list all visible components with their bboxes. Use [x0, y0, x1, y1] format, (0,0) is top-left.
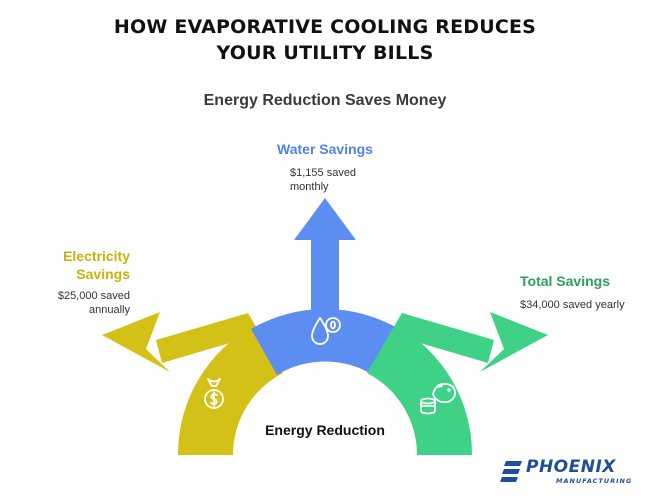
electricity-label-line-1: Electricity: [63, 248, 130, 264]
total-savings-desc: $34,000 saved yearly: [520, 299, 625, 311]
electricity-arrow: [156, 313, 283, 373]
electricity-savings-label: Electricity Savings: [40, 247, 130, 283]
total-branch: [367, 325, 473, 455]
total-savings-label: Total Savings: [520, 273, 610, 289]
water-drop-coin-icon: [311, 317, 341, 345]
electricity-desc-line-2: annually: [89, 304, 130, 316]
logo-tagline: MANUFACTURING: [556, 477, 633, 485]
electricity-savings-desc: $25,000 saved annually: [30, 289, 130, 317]
water-arrowhead: [294, 198, 356, 240]
electricity-arrowhead: [102, 312, 170, 372]
money-bag-icon: [204, 378, 224, 409]
total-arrowhead: [480, 312, 548, 372]
electricity-branch: [177, 325, 283, 455]
logo-wordmark: PHOENIX: [526, 457, 616, 477]
electricity-label-line-2: Savings: [76, 266, 130, 282]
company-logo: PHOENIX MANUFACTURING: [500, 457, 635, 489]
water-savings-label: Water Savings: [277, 141, 373, 157]
electricity-desc-line-1: $25,000 saved: [57, 290, 130, 302]
piggy-bank-coins-icon: [420, 383, 456, 415]
logo-mark: [500, 461, 522, 482]
diagram-subtitle: Energy Reduction Saves Money: [203, 92, 447, 109]
title-line-1: HOW EVAPORATIVE COOLING REDUCES: [113, 16, 537, 38]
total-arrow: [367, 313, 494, 373]
title-line-2: YOUR UTILITY BILLS: [216, 42, 434, 64]
water-arrow-shaft: [311, 236, 339, 328]
water-desc-line-1: $1,155 saved: [290, 167, 357, 179]
water-desc-line-2: monthly: [290, 181, 329, 193]
water-savings-desc: $1,155 saved monthly: [290, 166, 390, 194]
center-label: Energy Reduction: [265, 422, 385, 438]
page-title: HOW EVAPORATIVE COOLING REDUCES YOUR UTI…: [0, 14, 650, 66]
